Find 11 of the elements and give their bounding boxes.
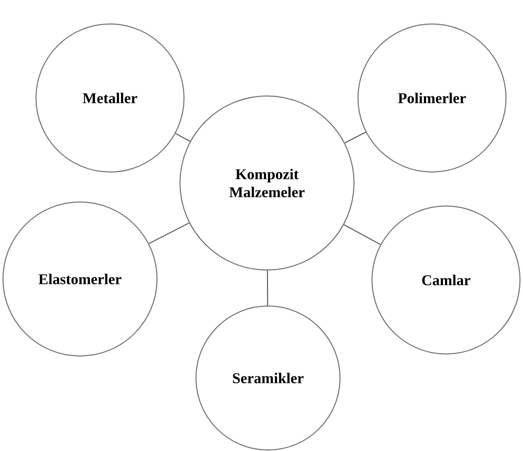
connector-line bbox=[175, 132, 191, 142]
circle-node: Metaller bbox=[36, 24, 184, 172]
circle-node: Camlar bbox=[372, 206, 520, 354]
connector-line bbox=[148, 222, 190, 244]
connector-line bbox=[266, 270, 268, 306]
circle-node: Elastomerler bbox=[2, 202, 158, 356]
connector-line bbox=[344, 132, 366, 144]
circle-node: Kompozit Malzemeler bbox=[180, 96, 354, 270]
circle-node: Seramikler bbox=[196, 306, 340, 450]
connector-line bbox=[343, 224, 381, 245]
circle-node: Polimerler bbox=[358, 24, 506, 172]
